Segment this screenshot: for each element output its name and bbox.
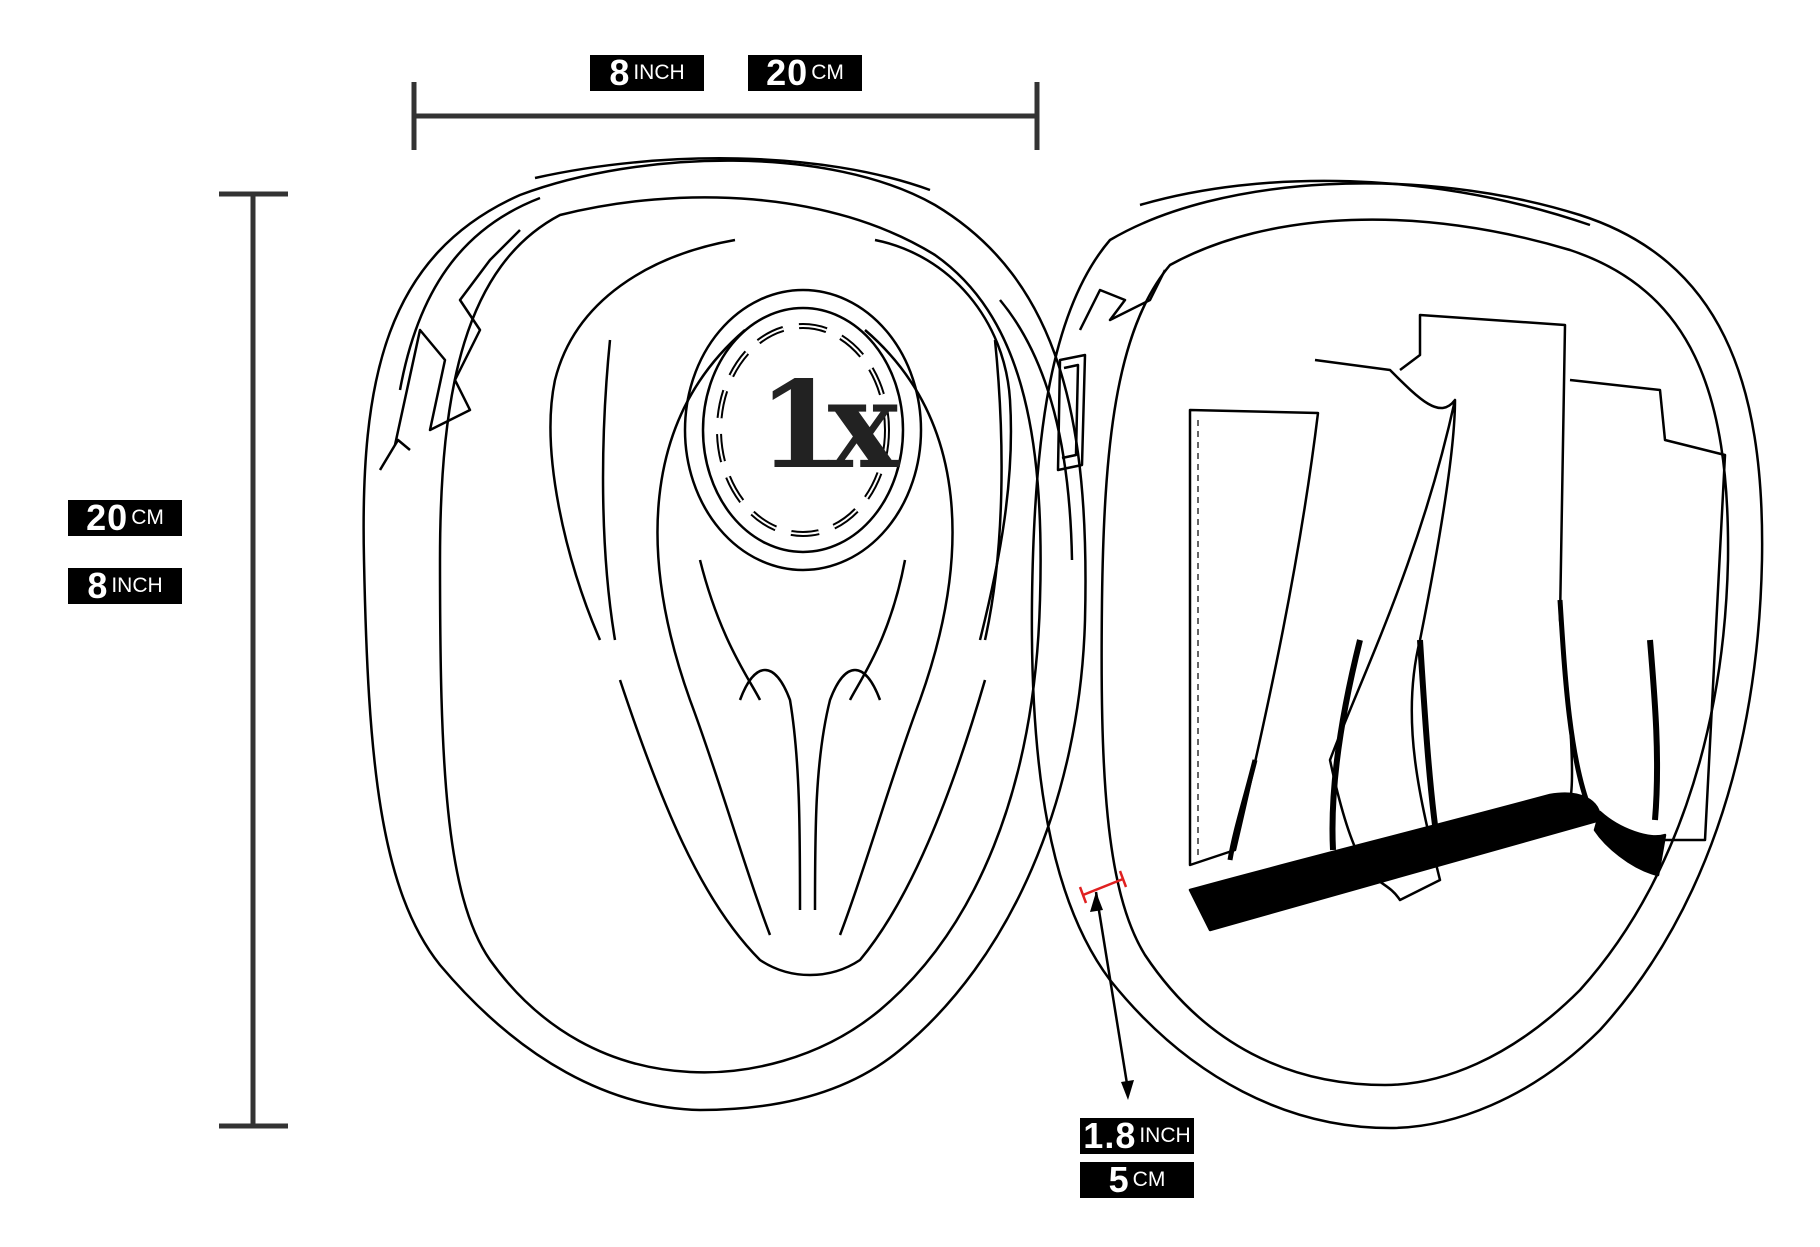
thickness-marker — [1078, 870, 1134, 1100]
thickness-inch-value: 1.8 — [1083, 1115, 1137, 1156]
wrist-band — [1188, 792, 1602, 932]
width-cm-unit: CM — [811, 61, 844, 84]
height-inch-value: 8 — [87, 565, 109, 606]
right-mitt-back — [1030, 179, 1764, 1130]
left-mitt-front — [362, 157, 1087, 1112]
width-inch-value: 8 — [609, 52, 631, 93]
logo-outer-ring — [683, 288, 923, 572]
width-cm-value: 20 — [766, 52, 809, 93]
height-dimension-line — [219, 191, 288, 1129]
side-slot — [1056, 353, 1087, 472]
thickness-cm-unit: CM — [1132, 1168, 1166, 1191]
height-inch-label: 8 INCH — [68, 568, 182, 604]
height-cm-label: 20 CM — [68, 500, 182, 536]
logo-inner-ring — [701, 306, 905, 554]
width-dimension-line — [411, 82, 1040, 150]
width-inch-unit: INCH — [633, 61, 685, 84]
height-cm-value: 20 — [86, 497, 129, 538]
right-mitt-inner-face — [1100, 218, 1730, 1087]
thickness-inch-label: 1.8 INCH — [1080, 1118, 1194, 1154]
logo-text: 1x — [758, 355, 899, 496]
thickness-cm-value: 5 — [1108, 1159, 1130, 1200]
width-inch-label: 8 INCH — [590, 55, 704, 91]
left-mitt-inner-face — [438, 196, 1042, 1074]
width-cm-label: 20 CM — [748, 55, 862, 91]
left-strap — [1188, 408, 1320, 867]
left-mitt-outer-outline — [362, 159, 1087, 1112]
height-inch-unit: INCH — [111, 574, 163, 597]
right-mitt-outer-outline — [1030, 182, 1764, 1130]
thickness-cm-label: 5 CM — [1080, 1162, 1194, 1198]
height-cm-unit: CM — [131, 506, 164, 529]
thickness-inch-unit: INCH — [1139, 1124, 1191, 1147]
right-strap — [1569, 378, 1727, 842]
